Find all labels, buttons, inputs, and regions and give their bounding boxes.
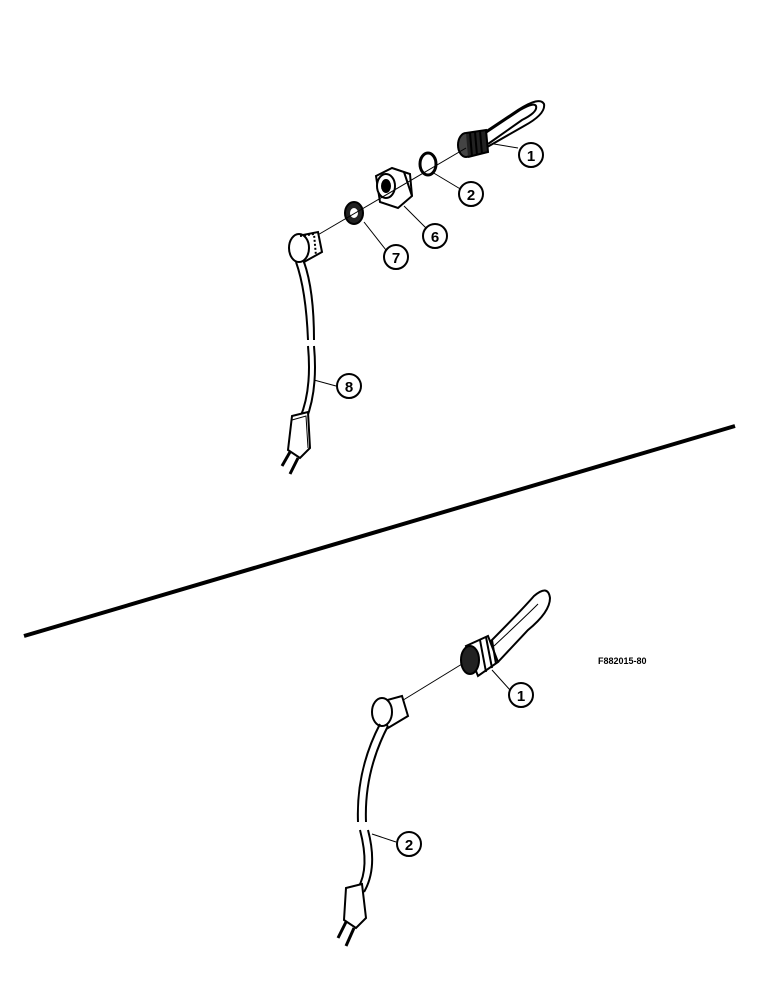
lower-assembly: [336, 589, 552, 947]
power-cord: [336, 694, 410, 947]
callout-label: 7: [392, 250, 400, 267]
callout-label: 8: [345, 379, 353, 396]
callout-label: 2: [405, 837, 413, 854]
upper-assembly: [280, 100, 546, 475]
figure-id: F882015-80: [598, 656, 647, 666]
heating-element: [460, 589, 552, 678]
adapter-nut: [374, 166, 414, 210]
callout-label: 1: [527, 148, 535, 165]
divider-line: [23, 424, 736, 638]
power-cord: [280, 230, 324, 475]
heating-element: [457, 100, 546, 158]
locknut: [344, 201, 364, 225]
callout-label: 1: [517, 688, 525, 705]
callout-label: 2: [467, 187, 475, 204]
callout-label: 6: [431, 229, 439, 246]
washer: [418, 151, 438, 177]
